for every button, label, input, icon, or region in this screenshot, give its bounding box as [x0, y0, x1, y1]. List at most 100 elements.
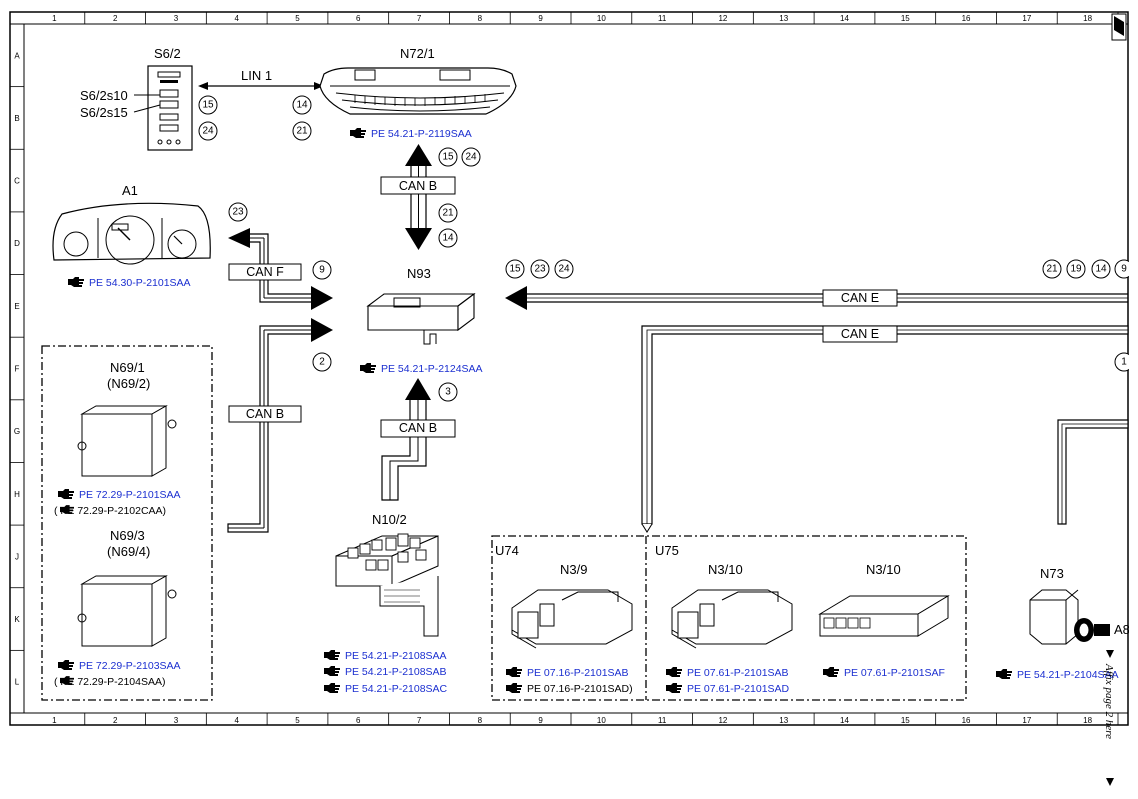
a1-ref-hand-icon [68, 277, 84, 287]
marker-2: 2 [319, 357, 325, 368]
grid-col-label: 10 [597, 14, 606, 23]
grid-col-label: 3 [174, 14, 179, 23]
marker-1: 1 [1121, 357, 1127, 368]
grid-row-label: G [14, 427, 20, 436]
marker-14: 14 [442, 233, 454, 244]
grid-col-label: 13 [779, 14, 788, 23]
n102-ref1-link[interactable]: PE 54.21-P-2108SAA [345, 650, 447, 662]
s62-switch-panel: S6/2 S6/2s10 S6/2s15 [80, 46, 193, 151]
grid-row-label: E [14, 302, 19, 311]
canb-left-connection: CAN B 2 [227, 318, 333, 533]
n39-ref2-link[interactable]: PE 07.16-P-2101SAD) [527, 683, 633, 695]
n691-ref-link[interactable]: PE 72.29-P-2101SAA [79, 489, 181, 501]
grid-col-label: 9 [538, 14, 543, 23]
grid-col-label: 2 [113, 14, 118, 23]
canf-label: CAN F [246, 265, 284, 279]
n39-ref1-link[interactable]: PE 07.16-P-2101SAB [527, 667, 629, 679]
n310a-ref1-link[interactable]: PE 07.61-P-2101SAB [687, 667, 789, 679]
grid-col-label: 10 [597, 716, 606, 725]
marker-9: 9 [319, 265, 325, 276]
grid-col-label: 4 [234, 716, 239, 725]
grid-col-label: 4 [234, 14, 239, 23]
cane-connections: CAN E CAN E [505, 286, 1129, 525]
n93-central-gateway: N93 [366, 266, 476, 345]
marker-9: 9 [1121, 264, 1127, 275]
n73-label: N73 [1040, 566, 1064, 581]
grid-col-label: 18 [1083, 14, 1092, 23]
marker-24: 24 [558, 264, 570, 275]
grid-row-label: K [14, 615, 20, 624]
marker-23: 23 [232, 207, 244, 218]
grid-row-label: C [14, 177, 20, 186]
s62-label: S6/2 [154, 46, 181, 61]
cane-top-label: CAN E [841, 291, 879, 305]
a1-instrument-cluster: A1 [52, 183, 211, 265]
n721-label: N72/1 [400, 46, 435, 61]
grid-col-label: 7 [417, 716, 422, 725]
grid-row-label: F [15, 365, 20, 374]
n693-ref2-link[interactable]: ( PE 72.29-P-2104SAA) [54, 676, 165, 688]
n691-ref2-link[interactable]: ( PE 72.29-P-2102CAA) [54, 505, 166, 517]
grid-row-label: H [14, 490, 20, 499]
n721-ref-hand-icon [350, 128, 366, 138]
grid-col-label: 1 [52, 14, 57, 23]
n721-overhead-module: N72/1 [319, 46, 517, 115]
n102-ref2-link[interactable]: PE 54.21-P-2108SAB [345, 666, 447, 678]
marker-24: 24 [202, 126, 214, 137]
marker-15: 15 [442, 152, 454, 163]
grid-col-label: 15 [901, 14, 910, 23]
n310a-label: N3/10 [708, 562, 743, 577]
grid-col-label: 11 [658, 14, 667, 23]
n73-ignition-switch: N73 A8 [1029, 566, 1130, 645]
n93-label: N93 [407, 266, 431, 281]
n102-ref1-hand-icon [324, 650, 340, 660]
grid-col-label: 17 [1022, 14, 1031, 23]
marker-21: 21 [1046, 264, 1058, 275]
grid-col-label: 3 [174, 716, 179, 725]
canf-connection: CAN F 23 9 [228, 202, 333, 310]
n310a-ref2-link[interactable]: PE 07.61-P-2101SAD [687, 683, 790, 695]
s62-n721-signal-markers: 15 24 14 21 [198, 95, 312, 141]
grid-col-label: 7 [417, 14, 422, 23]
n73-ref-hand-icon [996, 669, 1012, 679]
n693-label: N69/3 [110, 528, 145, 543]
u75-label: U75 [655, 543, 679, 558]
lin1-label: LIN 1 [241, 68, 272, 83]
u74-u75-group: U74 U75 N3/9 N3/10 N3/10 [491, 523, 967, 701]
canb-top-connection: CAN B 15 24 21 14 [380, 144, 481, 250]
canb-top-label: CAN B [399, 179, 437, 193]
n102-sam-module: N10/2 [335, 512, 439, 637]
canb-left-label: CAN B [246, 407, 284, 421]
grid-col-label: 15 [901, 716, 910, 725]
marker-15: 15 [509, 264, 521, 275]
n69-group: N69/1 (N69/2) N69/3 (N69/4) [41, 345, 213, 701]
n39-ref2-hand-icon [506, 683, 522, 693]
grid-col-label: 5 [295, 14, 300, 23]
n310a-ref2-hand-icon [666, 683, 682, 693]
n310b-ref-link[interactable]: PE 07.61-P-2101SAF [844, 667, 945, 679]
n102-ref3-link[interactable]: PE 54.21-P-2108SAC [345, 683, 448, 695]
grid-col-label: 8 [478, 14, 483, 23]
n691-ref-hand-icon [58, 489, 74, 499]
n693-ref-link[interactable]: PE 72.29-P-2103SAA [79, 660, 181, 672]
grid-col-label: 16 [962, 14, 971, 23]
marker-3: 3 [445, 387, 451, 398]
grid-row-label: L [15, 678, 20, 687]
marker-24: 24 [465, 152, 477, 163]
a1-ref-link[interactable]: PE 54.30-P-2101SAA [89, 277, 191, 289]
a8-label: A8 [1114, 622, 1130, 637]
s62s15-label: S6/2s15 [80, 105, 128, 120]
cane-signal-markers: 15 23 24 21 19 14 9 1 [505, 259, 1134, 372]
lin1-connection: LIN 1 [198, 68, 324, 90]
n93-ref-link[interactable]: PE 54.21-P-2124SAA [381, 363, 483, 375]
affix-note: Affix page 2 here [1103, 650, 1115, 786]
n691-label: N69/1 [110, 360, 145, 375]
canb-bottom-connection: CAN B 3 [380, 378, 458, 501]
n721-ref-link[interactable]: PE 54.21-P-2119SAA [371, 128, 472, 140]
n73-ref-link[interactable]: PE 54.21-P-2104SAA [1017, 669, 1119, 681]
marker-21: 21 [442, 208, 454, 219]
